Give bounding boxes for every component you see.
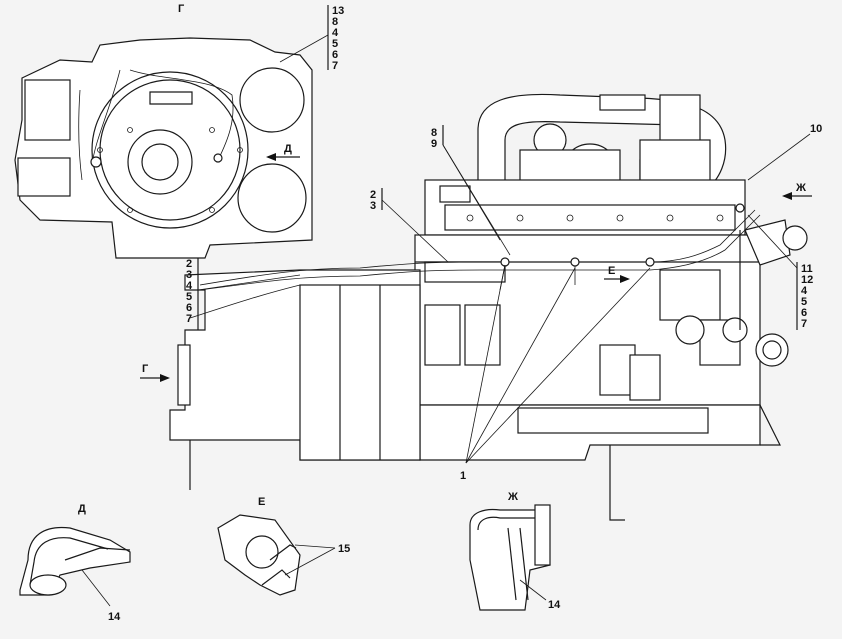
callout-1-group: 1 xyxy=(460,264,651,482)
detail-e: Е 15 xyxy=(217,496,350,596)
callout-7-top: 7 xyxy=(332,60,338,72)
callout-4-top: 4 xyxy=(332,27,339,39)
callout-stack-top: 13 8 4 5 6 7 xyxy=(279,5,344,72)
callout-8-top: 8 xyxy=(332,16,338,28)
engine-side-view xyxy=(169,93,808,521)
callout-10: 10 xyxy=(810,123,822,135)
callout-stack-right: 11 12 4 5 6 7 xyxy=(747,214,813,330)
callout-6-left: 6 xyxy=(186,302,192,314)
view-e-marker: Е xyxy=(608,265,615,277)
detail-e-title: Е xyxy=(258,496,265,508)
callout-12: 12 xyxy=(801,274,813,286)
detail-d: Д 14 xyxy=(19,503,131,623)
callout-15: 15 xyxy=(338,543,350,555)
view-d-arrow: Д xyxy=(266,143,300,161)
callout-10-group: 10 xyxy=(747,123,822,181)
callout-2-left: 2 xyxy=(186,258,192,270)
callout-5-right: 5 xyxy=(801,296,807,308)
callout-9: 9 xyxy=(431,138,437,150)
callout-8: 8 xyxy=(431,127,437,139)
callout-14-zh: 14 xyxy=(548,599,561,611)
view-g-marker: Г xyxy=(142,363,149,375)
callout-4-left: 4 xyxy=(186,280,193,292)
callout-3-left: 3 xyxy=(186,269,192,281)
callout-stack-89: 8 9 xyxy=(431,125,511,256)
callout-14-d: 14 xyxy=(108,611,121,623)
callout-4-right: 4 xyxy=(801,285,808,297)
view-g-flywheel-housing: Г xyxy=(14,3,313,259)
callout-1: 1 xyxy=(460,470,466,482)
detail-zh: Ж 14 xyxy=(469,491,561,611)
callout-7-right: 7 xyxy=(801,318,807,330)
callout-stack-23: 2 3 xyxy=(370,188,449,263)
callout-6-right: 6 xyxy=(801,307,807,319)
callout-6-top: 6 xyxy=(332,49,338,61)
view-g-title: Г xyxy=(178,3,185,15)
detail-d-title: Д xyxy=(78,503,86,515)
callout-11: 11 xyxy=(801,263,813,275)
callout-stack-left: 2 3 4 5 6 7 xyxy=(186,258,301,330)
view-d-marker: Д xyxy=(284,143,292,155)
view-g-arrow: Г xyxy=(140,363,170,382)
view-zh-marker: Ж xyxy=(795,182,806,194)
callout-2: 2 xyxy=(370,189,376,201)
callout-5-top: 5 xyxy=(332,38,338,50)
callout-13: 13 xyxy=(332,5,344,17)
callout-3: 3 xyxy=(370,200,376,212)
callout-7-left: 7 xyxy=(186,313,192,325)
detail-zh-title: Ж xyxy=(507,491,518,503)
view-zh-arrow: Ж xyxy=(782,182,812,200)
callout-5-left: 5 xyxy=(186,291,192,303)
view-e-arrow: Е xyxy=(604,265,630,283)
